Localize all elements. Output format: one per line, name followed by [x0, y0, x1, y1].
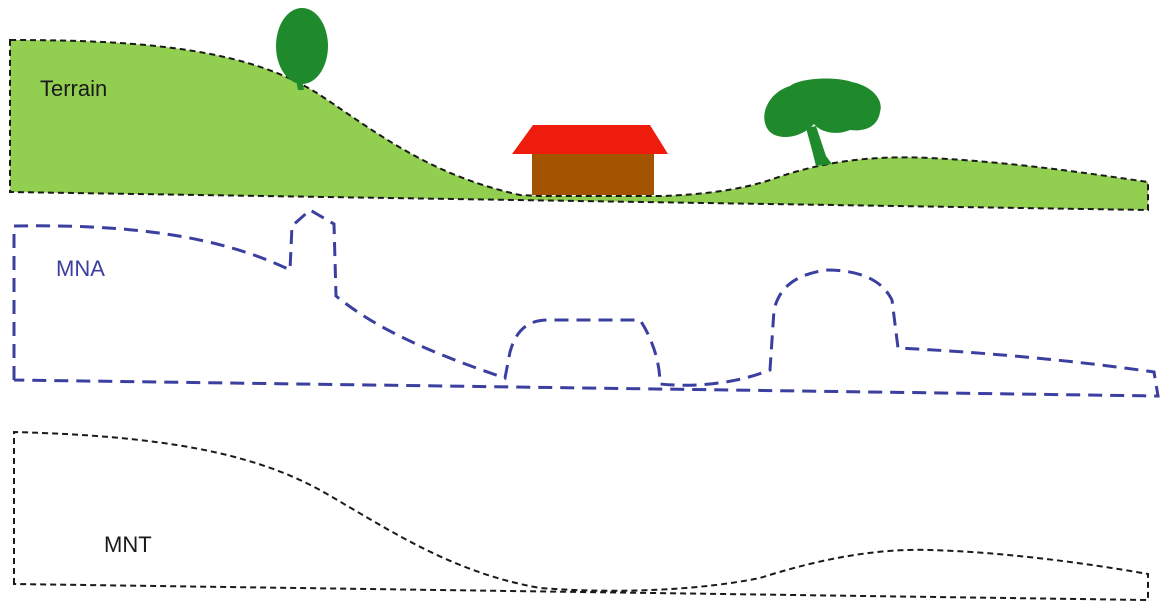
mna-surface-outline: [14, 210, 1158, 396]
house-roof: [512, 125, 668, 154]
mna-label: MNA: [56, 256, 105, 281]
house: [512, 125, 668, 195]
mna-panel: MNA: [14, 210, 1158, 396]
valley-tree: [764, 79, 880, 166]
tree-canopy: [764, 79, 880, 138]
terrain-label: Terrain: [40, 76, 107, 101]
terrain-panel: Terrain: [10, 8, 1148, 210]
house-wall: [532, 153, 654, 195]
mnt-panel: MNT: [14, 432, 1148, 600]
tree-canopy: [276, 8, 328, 84]
mnt-terrain-outline: [14, 432, 1148, 600]
mnt-label: MNT: [104, 532, 152, 557]
